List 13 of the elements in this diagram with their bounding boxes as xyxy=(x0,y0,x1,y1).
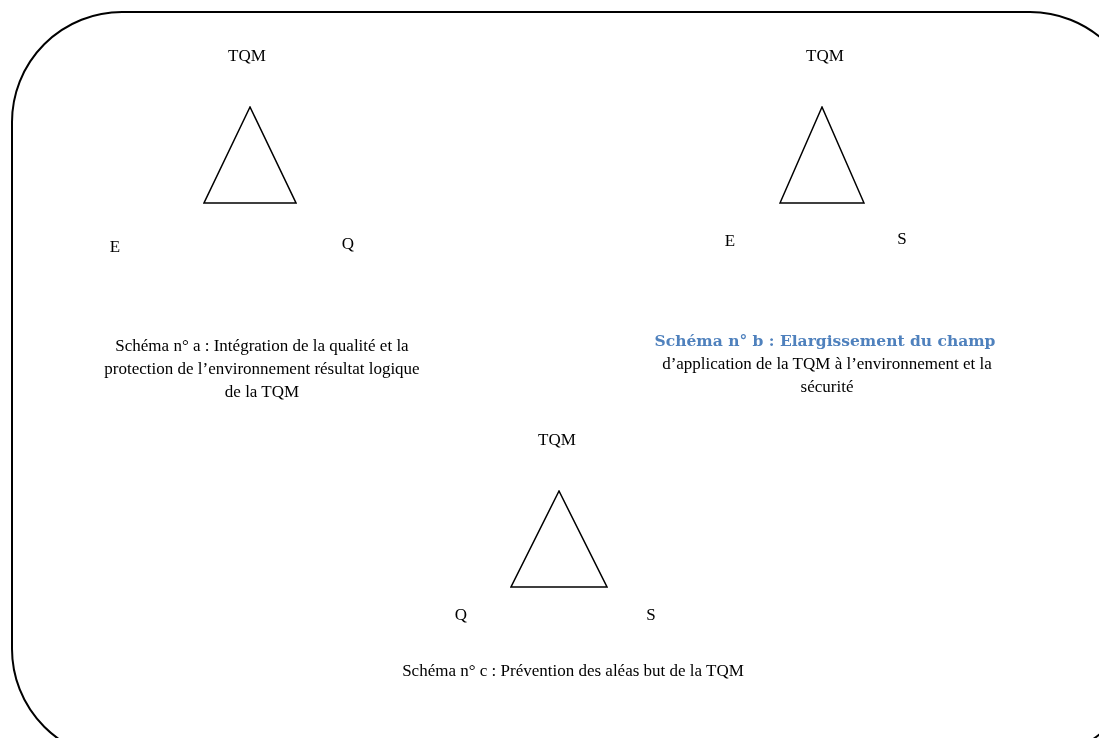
vertex-label: TQM xyxy=(228,46,266,64)
caption: Schéma n° a : Intégration de la qualité et la protection de l’environnement résultat logique de la TQM xyxy=(103,335,421,403)
vertex-label: E xyxy=(109,237,121,255)
vertex-label: S xyxy=(897,229,907,247)
caption: Schéma n° c : Prévention des aléas but de la TQM xyxy=(401,660,745,682)
vertex-label: Q xyxy=(341,234,355,252)
vertex-label: S xyxy=(646,605,656,623)
vertex-label: TQM xyxy=(538,430,576,448)
vertex-label: Q xyxy=(454,605,468,623)
vertex-label: E xyxy=(724,231,736,249)
caption: d’application de la TQM à l’environnement et la sécurité xyxy=(661,353,993,398)
caption: Schéma n° b : Elargissement du champ xyxy=(653,330,997,352)
vertex-label: TQM xyxy=(806,46,844,64)
